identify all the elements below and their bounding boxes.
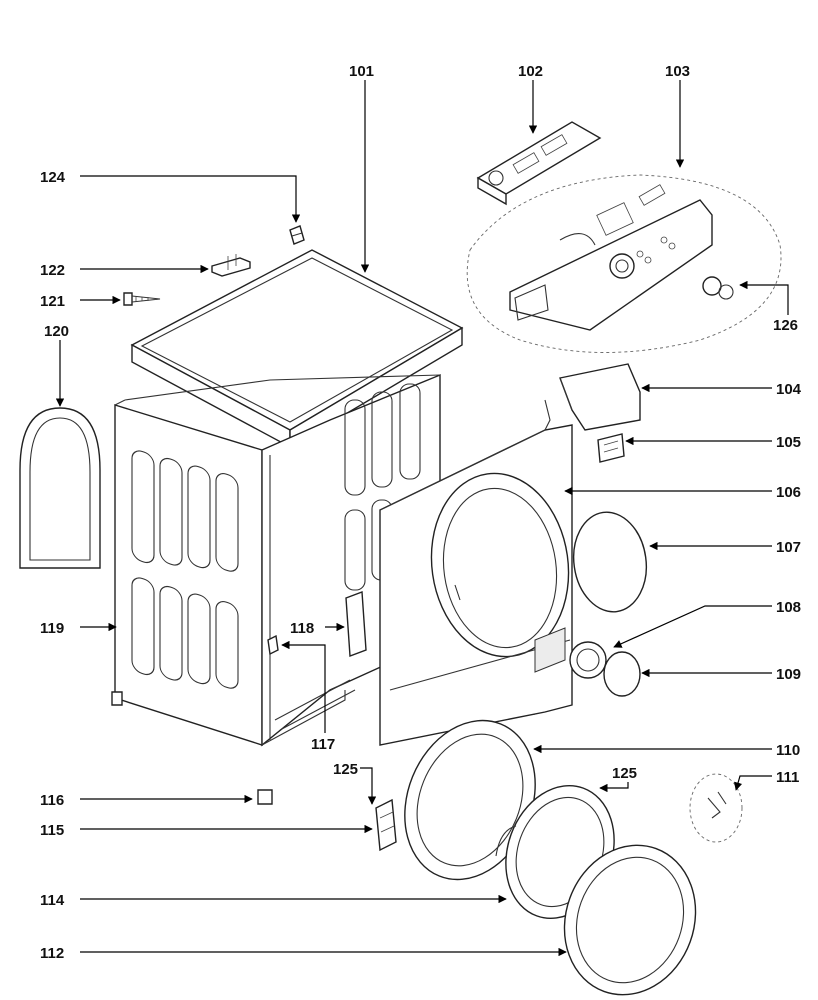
part-121-screw [123,292,161,306]
label-108: 108 [776,599,801,616]
label-124: 124 [40,169,66,186]
label-120: 120 [44,323,69,340]
part-103-control-panel [466,174,782,353]
label-117: 117 [311,736,335,753]
leader-lines [55,80,789,957]
part-108-filter [569,641,607,679]
label-104: 104 [776,381,802,398]
label-116: 116 [40,792,64,809]
label-115: 115 [40,822,64,839]
label-101: 101 [349,63,374,80]
label-122: 122 [40,262,65,279]
label-114: 114 [40,892,65,909]
part-109-cap [603,651,641,697]
part-111-hinge [689,773,743,843]
label-119: 119 [40,620,64,637]
part-102-control-bezel [476,121,602,206]
part-122-bracket [211,254,251,277]
label-118: 118 [290,620,314,637]
label-102: 102 [518,63,543,80]
part-106-front-panel [379,399,573,746]
part-105-door-lock [597,433,625,463]
label-126: 126 [773,317,798,334]
label-103: 103 [665,63,690,80]
label-121: 121 [40,293,65,310]
label-125-b: 125 [612,765,637,782]
label-111: 111 [776,769,799,786]
label-107: 107 [776,539,801,556]
label-110: 110 [776,742,800,759]
label-112: 112 [40,945,64,962]
part-120-gasket [19,407,101,569]
label-105: 105 [776,434,801,451]
part-117-118 [267,591,367,657]
part-112-door-ring [563,844,697,996]
part-124-clip [289,225,305,245]
part-101-top-cover [130,249,464,449]
part-115-hinge [375,798,397,852]
part-104-drawer [559,363,641,431]
part-107-cover [572,511,648,613]
label-106: 106 [776,484,801,501]
label-109: 109 [776,666,801,683]
part-126-knob [702,276,722,296]
label-125-a: 125 [333,761,358,778]
